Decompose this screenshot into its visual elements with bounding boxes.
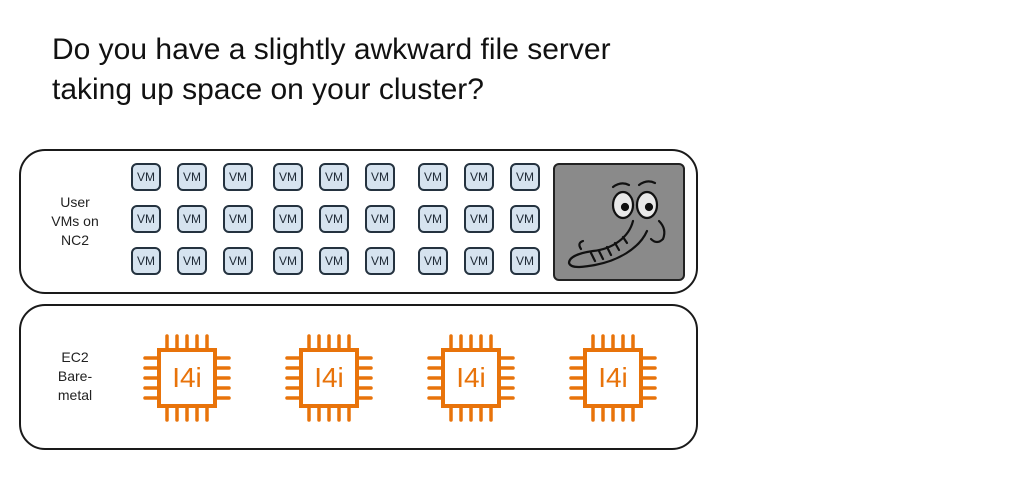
vm-box: VM — [418, 247, 448, 275]
vm-box: VM — [131, 205, 161, 233]
vm-box: VM — [177, 247, 207, 275]
vm-box: VM — [510, 247, 540, 275]
vm-box: VM — [319, 247, 349, 275]
user-vms-label: User VMs on NC2 — [51, 194, 99, 248]
vm-box: VM — [418, 205, 448, 233]
vm-box: VM — [131, 163, 161, 191]
chip-label: I4i — [456, 362, 486, 393]
i4i-chip-2: I4i — [279, 328, 379, 428]
slide-title: Do you have a slightly awkward file serv… — [52, 33, 611, 106]
vm-box: VM — [510, 163, 540, 191]
chip-label: I4i — [314, 362, 344, 393]
chip-icon — [427, 334, 515, 422]
ec2-bare-metal-label: EC2 Bare- metal — [57, 349, 93, 403]
file-server-box — [553, 163, 685, 281]
chip-icon — [143, 334, 231, 422]
vm-box: VM — [464, 163, 494, 191]
elephant-icon — [567, 180, 666, 269]
vm-box: VM — [273, 163, 303, 191]
vm-box: VM — [273, 205, 303, 233]
chip-label: I4i — [172, 362, 202, 393]
chip-icon — [569, 334, 657, 422]
vm-box: VM — [223, 247, 253, 275]
vm-box: VM — [223, 205, 253, 233]
vm-box: VM — [177, 163, 207, 191]
vm-grid: VM VM VM VM VM VM VM VM VM VM VM VM VM VM VM VM VM VM VM VM… — [21, 151, 696, 292]
chip-icon — [285, 334, 373, 422]
vm-box: VM — [273, 247, 303, 275]
i4i-chip-1: I4i — [137, 328, 237, 428]
vm-box: VM — [319, 205, 349, 233]
chip-label: I4i — [598, 362, 628, 393]
vm-box: VM — [131, 247, 161, 275]
vm-box: VM — [365, 247, 395, 275]
vm-box: VM — [464, 247, 494, 275]
ec2-bare-metal-panel: EC2 Bare- metal I4i I4i I4i I4i — [19, 304, 698, 450]
vm-box: VM — [510, 205, 540, 233]
i4i-chip-3: I4i — [421, 328, 521, 428]
i4i-chip-4: I4i — [563, 328, 663, 428]
vm-box: VM — [319, 163, 349, 191]
vm-box: VM — [365, 163, 395, 191]
vm-box: VM — [464, 205, 494, 233]
vm-box: VM — [177, 205, 207, 233]
vm-box: VM — [365, 205, 395, 233]
vm-box: VM — [223, 163, 253, 191]
vm-box: VM — [418, 163, 448, 191]
